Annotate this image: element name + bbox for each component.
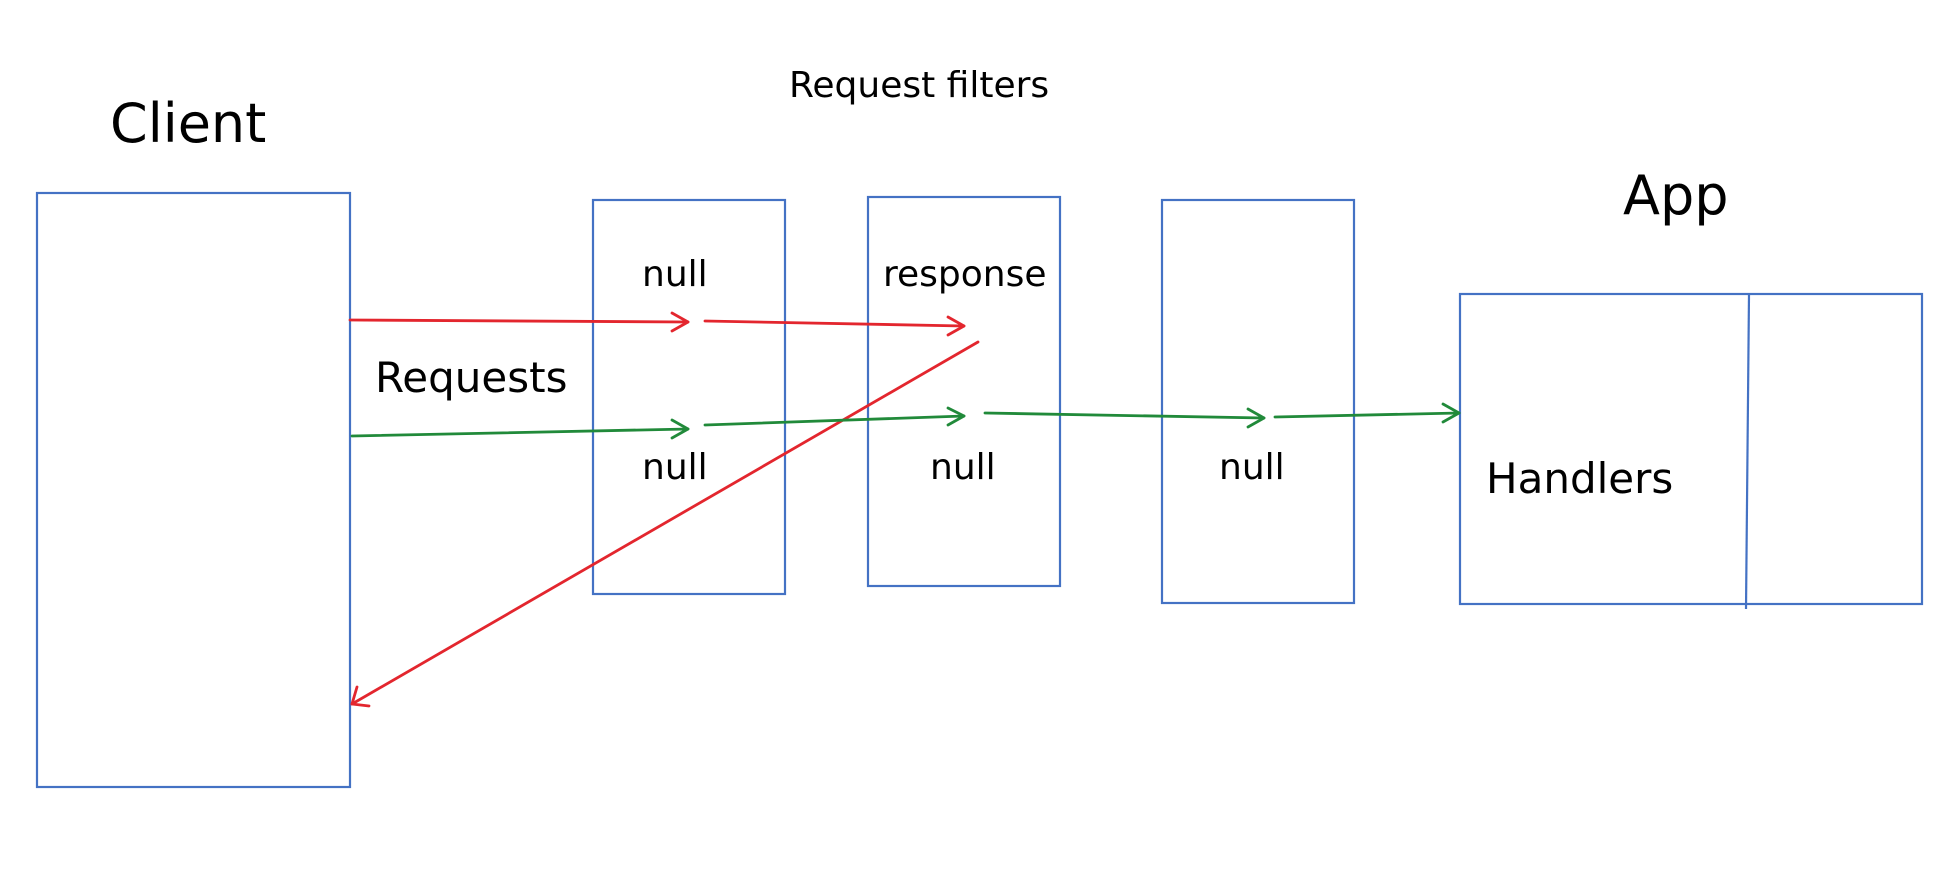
filter2-bottom-label: null — [930, 447, 996, 488]
red-arrowhead-2 — [946, 315, 966, 337]
client-title: Client — [110, 92, 266, 155]
passed-request-path — [350, 402, 1461, 440]
red-response-return-line — [350, 340, 980, 706]
filter2-top-label: response — [883, 254, 1047, 295]
red-arrowhead-1 — [670, 311, 690, 333]
app-title: App — [1623, 164, 1729, 227]
filter-box-3 — [1160, 198, 1356, 605]
green-arrowhead-3 — [1246, 407, 1266, 429]
green-arrow-segment-1 — [350, 427, 690, 438]
requests-label: Requests — [375, 353, 568, 402]
filter-box-2 — [866, 195, 1062, 588]
client-box — [35, 191, 352, 789]
green-arrow-segment-3 — [983, 411, 1266, 420]
request-filters-title: Request filters — [789, 65, 1049, 106]
rejected-request-path — [348, 311, 980, 708]
green-arrowhead-4 — [1441, 402, 1461, 424]
green-arrowhead-1 — [670, 418, 690, 440]
red-arrow-segment-1 — [348, 318, 690, 324]
handlers-label: Handlers — [1486, 454, 1673, 503]
filter3-bottom-label: null — [1219, 447, 1285, 488]
app-box — [1458, 292, 1924, 606]
app-divider — [1744, 293, 1751, 610]
green-arrow-segment-4 — [1273, 411, 1461, 419]
filter1-bottom-label: null — [642, 447, 708, 488]
filter1-top-label: null — [642, 254, 708, 295]
green-arrowhead-2 — [946, 406, 966, 427]
red-response-arrowhead — [350, 685, 371, 708]
filter-box-1 — [591, 198, 787, 596]
red-arrow-segment-2 — [703, 319, 966, 328]
green-arrow-segment-2 — [703, 414, 966, 427]
